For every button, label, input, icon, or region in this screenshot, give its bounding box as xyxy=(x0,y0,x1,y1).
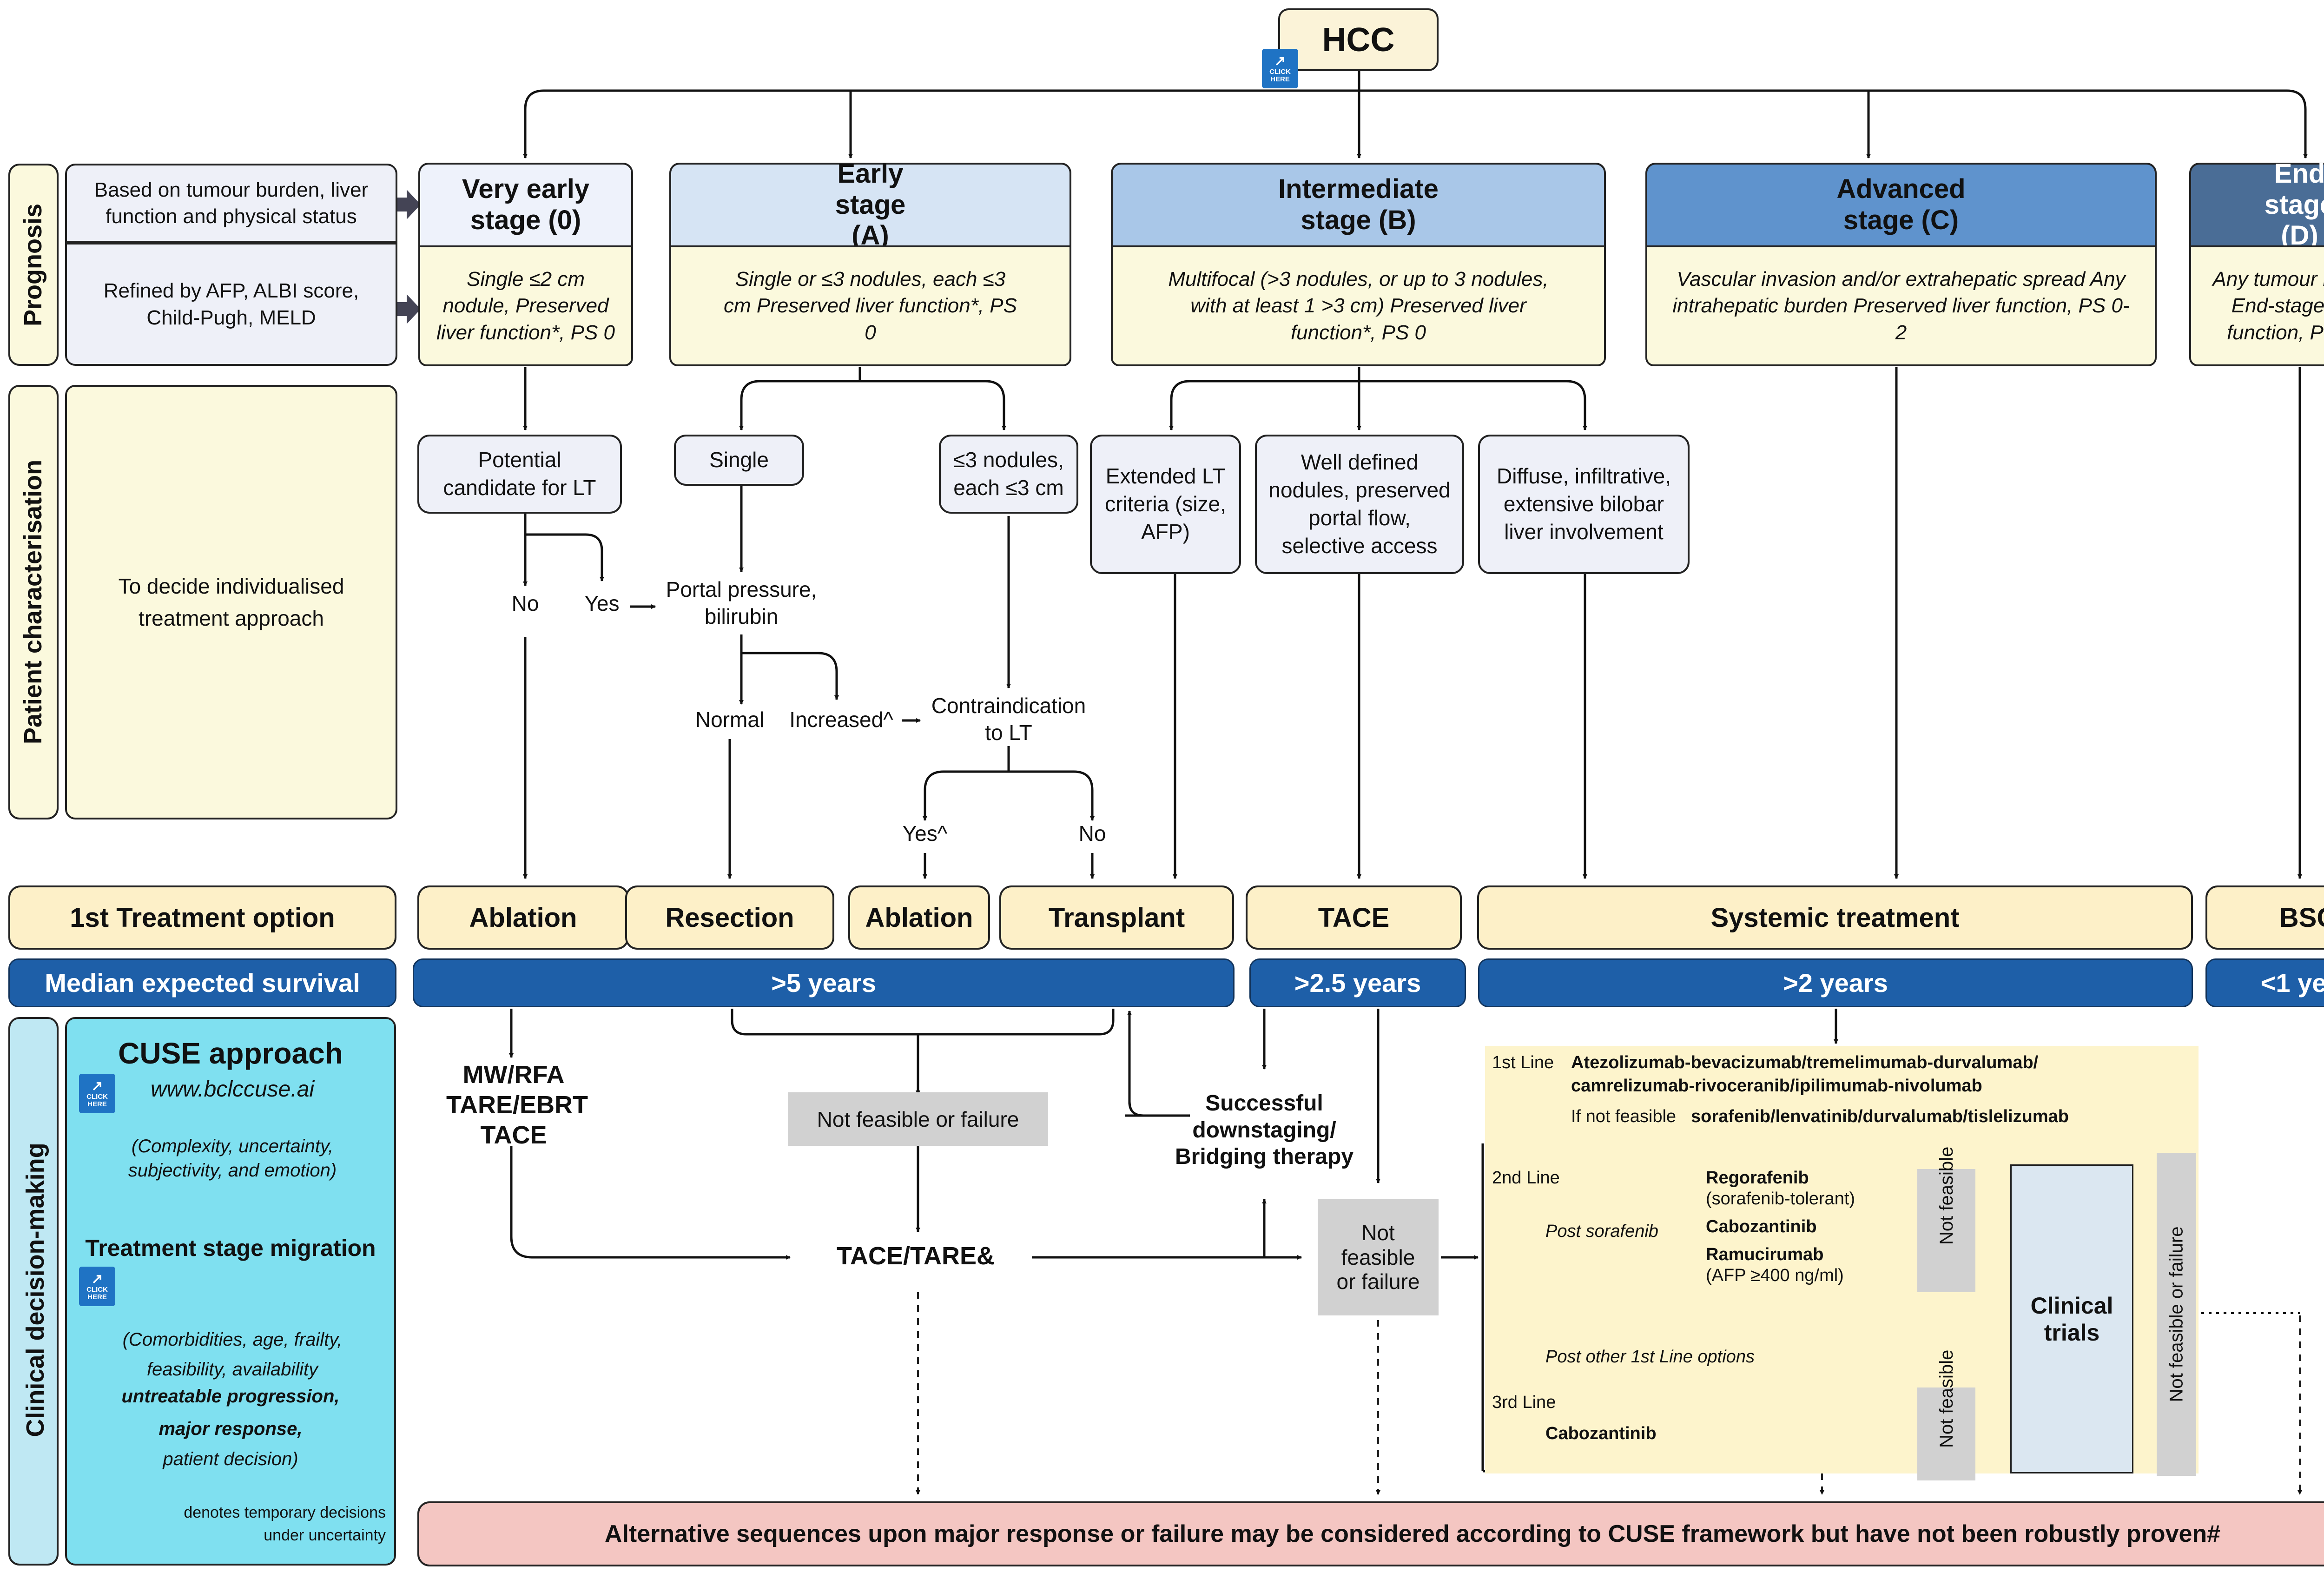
three-nodules-box: ≤3 nodules, each ≤3 cm xyxy=(939,435,1078,514)
cuse-url: www.bclccuse.ai xyxy=(150,1077,315,1102)
contra-no-label: No xyxy=(1078,821,1106,846)
portal-label: Portal pressure, bilirubin xyxy=(666,577,817,628)
click-here-button-migration[interactable]: ↗ CLICK HERE xyxy=(79,1267,115,1306)
stage-a-description: Single or ≤3 nodules, each ≤3 cm Preserv… xyxy=(669,245,1071,366)
migration-title: Treatment stage migration xyxy=(85,1235,376,1261)
no-label: No xyxy=(511,591,539,615)
row-patient xyxy=(8,385,59,819)
line2-label: 2nd Line xyxy=(1492,1168,1560,1188)
nf-failure-box: Not feasible or failure xyxy=(2157,1153,2196,1476)
contra-yes-label: Yes^ xyxy=(902,821,948,846)
option-transplant: Transplant xyxy=(999,885,1234,950)
stage-d-header: End stage (D) xyxy=(2189,159,2324,251)
not-feasible-2nd: Not feasible xyxy=(1917,1146,1975,1292)
cuse-description: (Complexity, uncertainty, subjectivity, … xyxy=(128,1136,337,1181)
increased-label: Increased^ xyxy=(789,707,893,732)
hcc-title: HCC xyxy=(1322,21,1395,59)
migration-bold-1: untreatable progression, xyxy=(121,1386,340,1407)
line1-drugs-2: camrelizumab-rivoceranib/ipilimumab-nivo… xyxy=(1571,1076,1982,1096)
migration-description: (Comorbidities, age, frailty, feasibilit… xyxy=(122,1329,343,1380)
option-ablation-2: Ablation xyxy=(848,885,990,950)
survival-label: Median expected survival xyxy=(8,958,396,1007)
well-defined-box: Well defined nodules, preserved portal f… xyxy=(1255,435,1464,574)
potential-lt-box: Potential candidate for LT xyxy=(417,435,622,514)
survival-2y: >2 years xyxy=(1478,958,2193,1007)
footer-box: Alternative sequences upon major respons… xyxy=(417,1501,2324,1566)
cuse-panel xyxy=(65,1017,396,1566)
cabozantinib-3rd: Cabozantinib xyxy=(1545,1424,1657,1443)
external-link-icon: ↗ xyxy=(91,1271,103,1287)
dashed-legend: denotes temporary decisions under uncert… xyxy=(184,1504,386,1545)
single-box: Single xyxy=(674,435,804,486)
migration-end: patient decision) xyxy=(163,1449,298,1469)
post-other: Post other 1st Line options xyxy=(1545,1347,1755,1367)
external-link-icon: ↗ xyxy=(91,1078,103,1094)
click-here-button-hcc[interactable]: ↗ CLICK HERE xyxy=(1262,49,1298,88)
not-feasible-tace-box: Not feasible or failure xyxy=(1318,1199,1439,1315)
external-link-icon: ↗ xyxy=(1274,53,1286,69)
stage-c-description: Vascular invasion and/or extrahepatic sp… xyxy=(1645,245,2157,366)
tace-tare-label: TACE/TARE& xyxy=(837,1242,995,1270)
option-tace: TACE xyxy=(1246,885,1462,950)
prognosis-note-top: Based on tumour burden, liver function a… xyxy=(65,164,397,243)
regorafenib-note: (sorafenib-tolerant) xyxy=(1706,1189,1855,1209)
hcc-box: HCC xyxy=(1278,8,1439,71)
stage-b-header: Intermediate stage (B) xyxy=(1111,163,1606,245)
post-sorafenib: Post sorafenib xyxy=(1545,1222,1658,1241)
option-ablation-1: Ablation xyxy=(417,885,629,950)
normal-label: Normal xyxy=(695,707,765,732)
yes-label: Yes xyxy=(584,591,620,615)
prognosis-note-bottom: Refined by AFP, ALBI score, Child-Pugh, … xyxy=(65,243,397,366)
line1-label: 1st Line xyxy=(1492,1053,1554,1072)
row-label-clinical: Clinical decision-making xyxy=(21,1143,49,1437)
cabozantinib: Cabozantinib xyxy=(1706,1217,1817,1236)
survival-2-5y: >2.5 years xyxy=(1249,958,1466,1007)
option-systemic: Systemic treatment xyxy=(1477,885,2193,950)
option-resection: Resection xyxy=(625,885,834,950)
diffuse-box: Diffuse, infiltrative, extensive bilobar… xyxy=(1478,435,1690,574)
click-here-button-cuse[interactable]: ↗ CLICK HERE xyxy=(79,1074,115,1113)
survival-1y: <1 year xyxy=(2205,958,2324,1007)
line3-label: 3rd Line xyxy=(1492,1393,1556,1412)
line1-drugs-1: Atezolizumab-bevacizumab/tremelimumab-du… xyxy=(1571,1053,2039,1072)
not-feasible-3rd: Not feasible xyxy=(1917,1350,1975,1480)
cuse-title: CUSE approach xyxy=(118,1037,343,1070)
clinical-trials-box: Clinical trials xyxy=(2010,1164,2133,1473)
row-prognosis xyxy=(8,164,59,366)
first-option-label: 1st Treatment option xyxy=(8,885,396,950)
line1-ifnot: If not feasible xyxy=(1571,1107,1677,1126)
ramucirumab: Ramucirumab xyxy=(1706,1245,1824,1264)
not-feasible-box: Not feasible or failure xyxy=(788,1092,1048,1146)
stage-d-description: Any tumour burden End-stage liver functi… xyxy=(2189,245,2324,366)
regorafenib: Regorafenib xyxy=(1706,1168,1809,1188)
row-label-patient: Patient characterisation xyxy=(19,459,47,745)
survival-5y: >5 years xyxy=(413,958,1235,1007)
stage-0-header: Very early stage (0) xyxy=(418,163,633,245)
mw-rfa-label: MW/RFA TARE/EBRT TACE xyxy=(446,1061,588,1149)
line1-alternatives: sorafenib/lenvatinib/durvalumab/tisleliz… xyxy=(1691,1107,2069,1126)
row-clinical xyxy=(8,1017,59,1566)
stage-0-description: Single ≤2 cm nodule, Preserved liver fun… xyxy=(418,245,633,366)
migration-bold-2: major response, xyxy=(158,1419,303,1439)
ramucirumab-note: (AFP ≥400 ng/ml) xyxy=(1706,1266,1844,1285)
patient-note: To decide individualised treatment appro… xyxy=(65,385,397,819)
successful-downstaging-label: Successful downstaging/ Bridging therapy xyxy=(1175,1091,1354,1169)
stage-a-header: Early stage (A) xyxy=(669,159,1071,251)
contra-label: Contraindication to LT xyxy=(931,694,1086,745)
stage-c-header: Advanced stage (C) xyxy=(1645,163,2157,245)
extended-lt-box: Extended LT criteria (size, AFP) xyxy=(1090,435,1241,574)
row-label-prognosis: Prognosis xyxy=(19,203,47,327)
option-bsc: BSC xyxy=(2205,885,2324,950)
stage-b-description: Multifocal (>3 nodules, or up to 3 nodul… xyxy=(1111,245,1606,366)
